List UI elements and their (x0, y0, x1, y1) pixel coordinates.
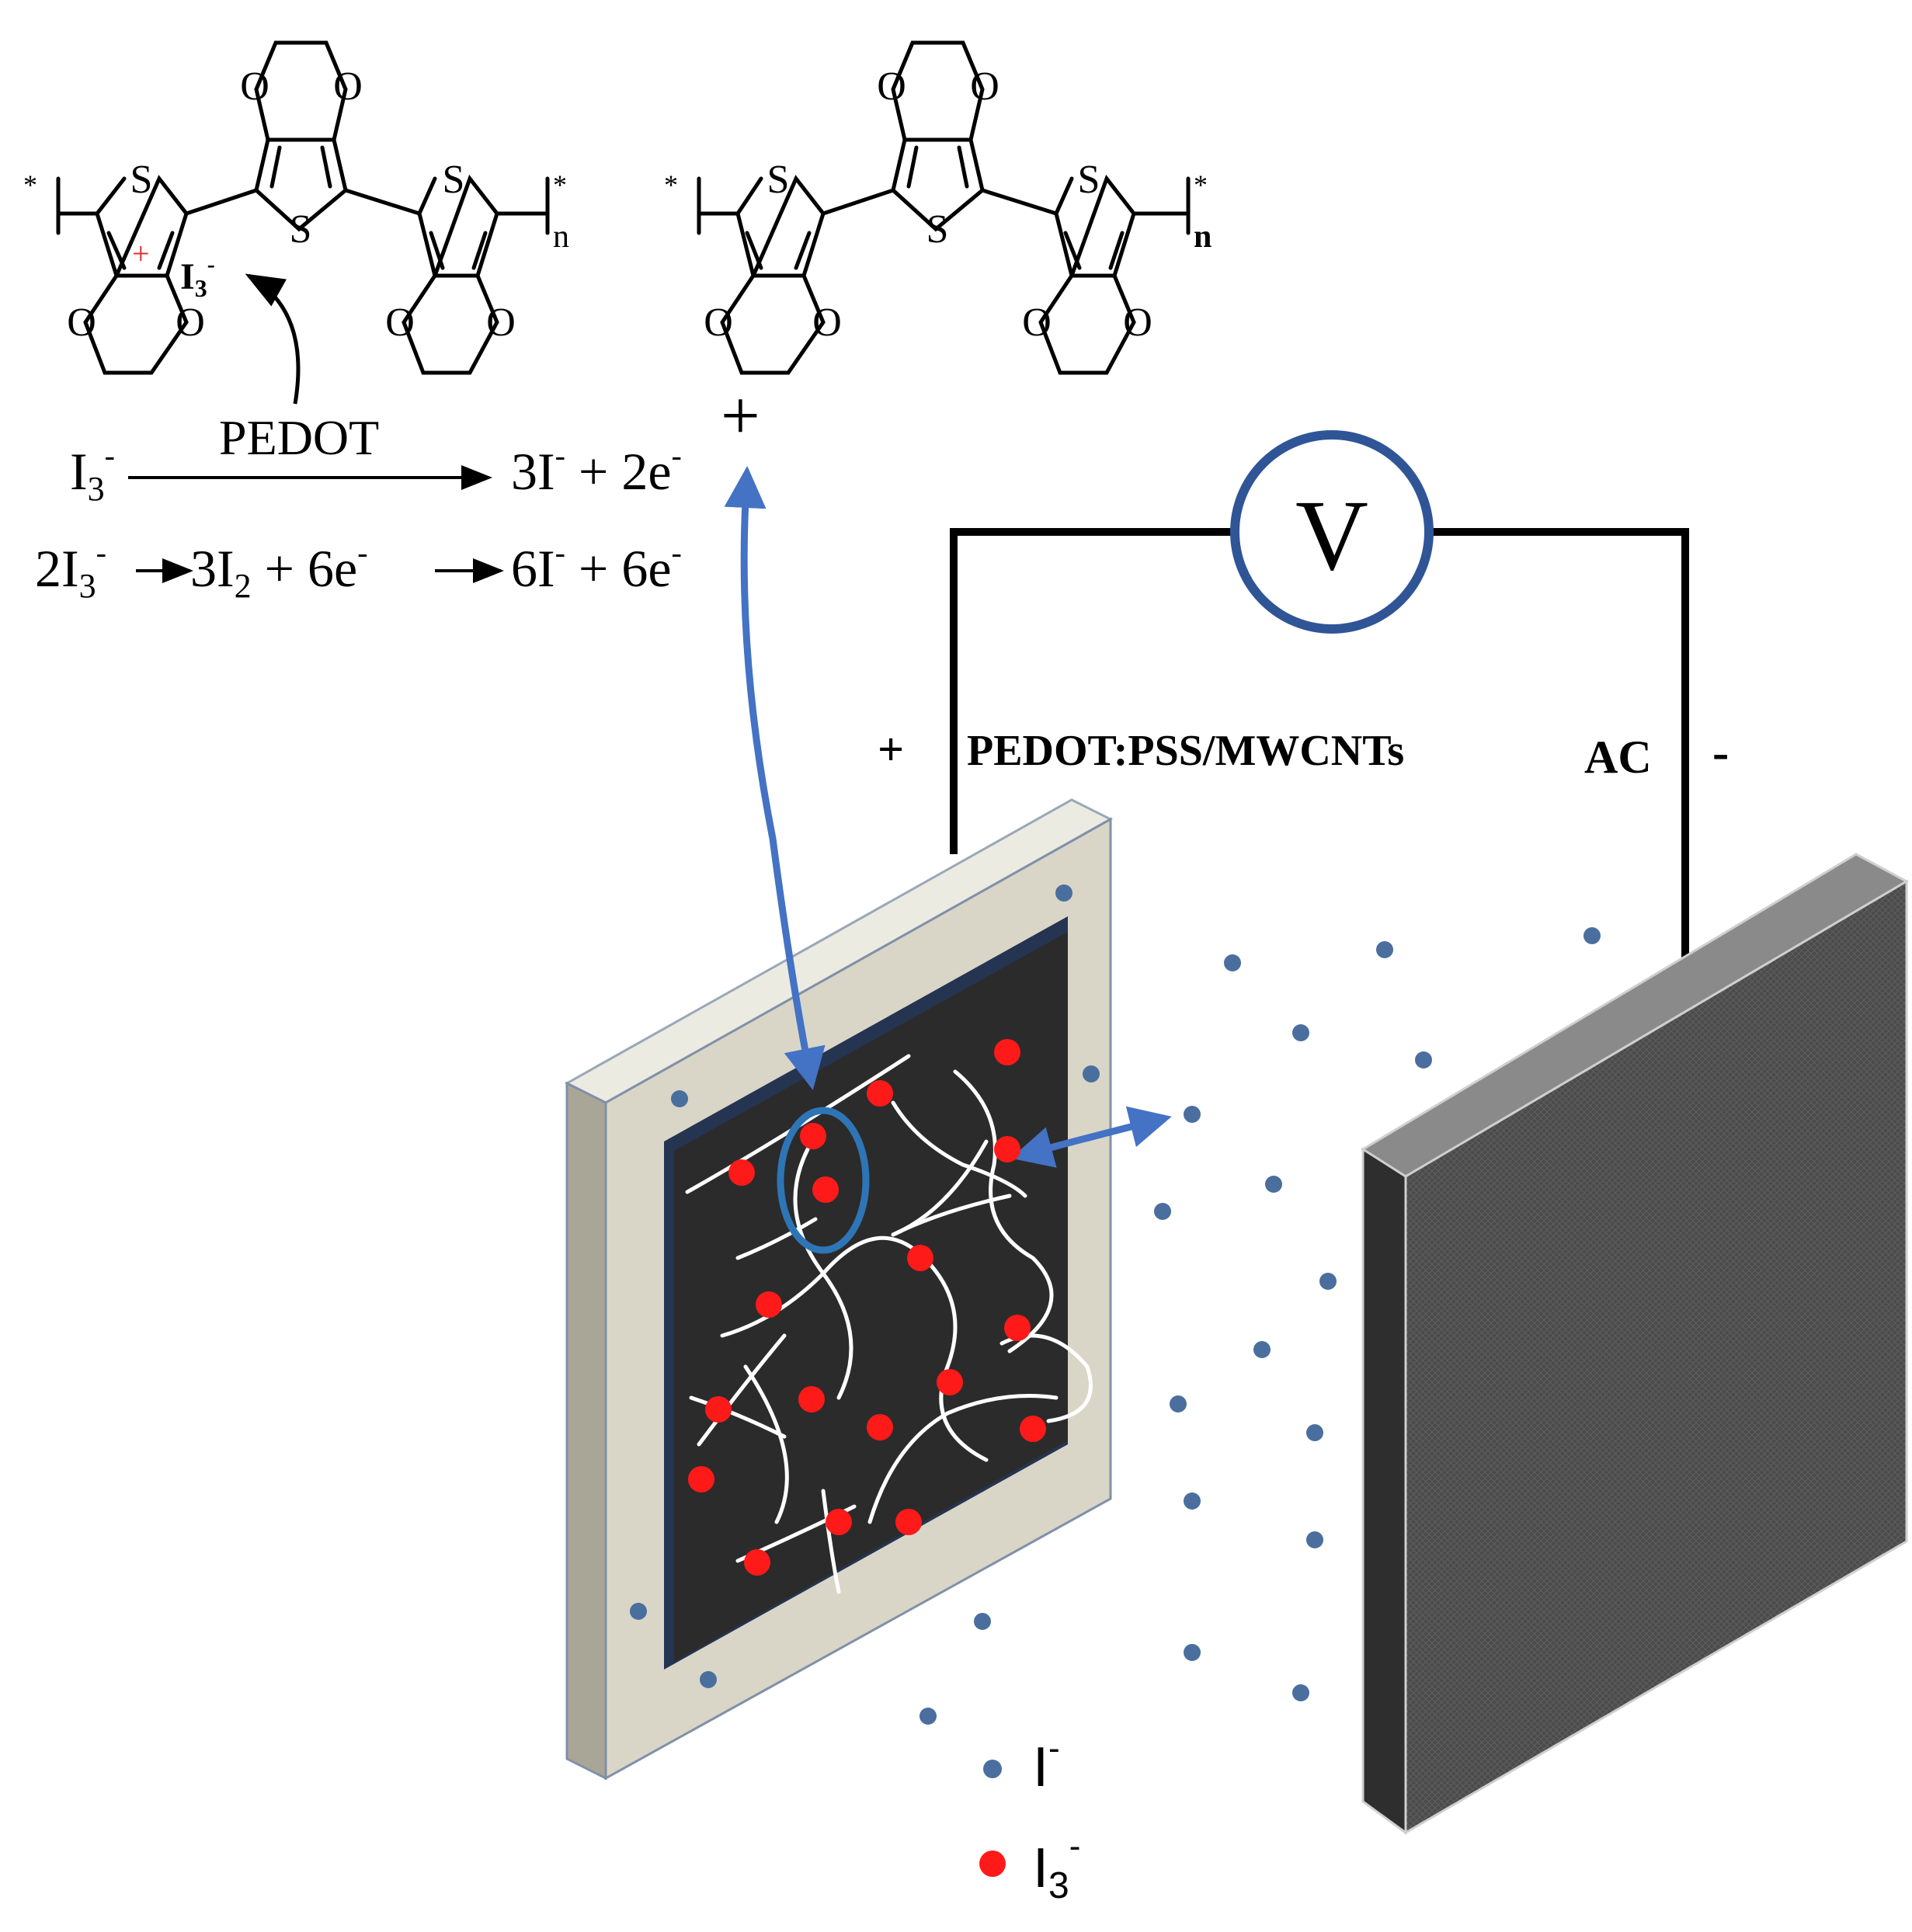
iodide-ion (1265, 1176, 1282, 1193)
atom-o-a6: O (486, 301, 516, 345)
iodide-ion (974, 1613, 991, 1630)
iodide-ion (1415, 1051, 1432, 1069)
voltmeter (1230, 430, 1434, 634)
iodide-ion (1154, 1203, 1171, 1220)
ion-exchange-arrow (1010, 1106, 1172, 1168)
triiodide-ion (1020, 1416, 1046, 1442)
positive-charge: + (132, 236, 150, 271)
iodide-ion (1184, 1644, 1201, 1661)
atom-o-a1: O (240, 64, 269, 109)
iodide-ion (1184, 1106, 1201, 1123)
triiodide-ion (1004, 1315, 1031, 1341)
atom-s-a3: S (443, 158, 465, 202)
circuit-wire (950, 528, 1689, 959)
atom-o-a2: O (333, 64, 363, 109)
triiodide-ion (867, 1080, 893, 1107)
iodide-ion (1224, 954, 1241, 971)
iodide-ion (919, 1708, 937, 1725)
iodide-ion (630, 1603, 647, 1620)
star-b-right: * (1194, 169, 1208, 200)
atom-s-a2: S (290, 207, 312, 252)
star-a-right: * (553, 169, 567, 200)
triiodide-ion (907, 1245, 933, 1271)
reaction-2-a: 2I3- (35, 535, 106, 605)
iodide-ion (1253, 1341, 1271, 1358)
atom-o-b6: O (1123, 301, 1152, 345)
bidirectional-arrow-reaction (724, 466, 826, 1090)
star-a-left: * (23, 169, 37, 200)
reaction-1-reactant: I3- (70, 438, 115, 508)
star-b-left: * (664, 169, 678, 200)
atom-o-a5: O (385, 301, 415, 345)
pedot-oxidized-structure (56, 40, 550, 375)
reaction-2-d: 6I- + 6e- (511, 535, 682, 598)
iodide-ion (1184, 1492, 1201, 1510)
triiodide-ion (744, 1549, 770, 1576)
atom-o-b3: O (704, 301, 733, 345)
electrode-left-label: PEDOT:PSS/MWCNTs (967, 727, 1404, 775)
voltmeter-label: V (1295, 480, 1368, 592)
curved-arrow (245, 273, 301, 405)
atom-o-b2: O (970, 64, 999, 109)
iodide-ion (1083, 1065, 1100, 1082)
positive-terminal-sign: + (878, 724, 904, 775)
legend-iodide-label: I- (1033, 1729, 1060, 1798)
triiodide-ion (756, 1291, 782, 1318)
atom-o-b1: O (877, 64, 906, 109)
iodide-ion (1376, 941, 1393, 958)
negative-terminal-sign: - (1712, 724, 1729, 780)
triiodide-ion (994, 1136, 1020, 1162)
atom-s-b3: S (1078, 158, 1100, 202)
atom-s-b1: S (767, 158, 790, 202)
triiodide-ion (895, 1509, 922, 1535)
atom-o-a4: O (176, 301, 205, 345)
triiodide-ion (937, 1369, 963, 1395)
n-subscript-a: n (553, 219, 569, 255)
reaction-1-products: 3I- + 2e- (511, 438, 682, 501)
legend-iodide-dot (983, 1760, 1002, 1778)
catalyst-label: PEDOT (219, 410, 379, 465)
iodide-ion (1306, 1424, 1323, 1441)
reaction-2-b: 3I2 + 6e- (190, 535, 368, 605)
triiodide-ion (798, 1386, 825, 1413)
atom-s-b2: S (926, 207, 949, 252)
triiodide-ion (826, 1509, 852, 1535)
iodide-ion (1292, 1684, 1309, 1701)
pedot-structures (56, 40, 1191, 375)
triiodide-ion (812, 1176, 839, 1203)
ac-electrode (1361, 853, 1910, 1835)
pedot-electrode (564, 798, 1114, 1781)
electrode-right-label: AC (1584, 731, 1652, 783)
iodide-ion (1306, 1531, 1323, 1548)
n-subscript-b: n (1194, 219, 1212, 255)
legend-triiodide-dot (979, 1850, 1006, 1877)
atom-o-b5: O (1022, 301, 1052, 345)
iodide-ion (700, 1671, 717, 1688)
iodide-ion (1583, 927, 1601, 944)
highlight-ellipse (777, 1107, 870, 1254)
triiodide-ion (688, 1466, 714, 1492)
pedot-neutral-structure (697, 40, 1191, 375)
iodide-ions (630, 884, 1601, 1725)
triiodide-ion (705, 1396, 732, 1423)
iodide-ion (1170, 1395, 1187, 1413)
triiodide-ions (688, 1039, 1046, 1576)
iodide-ion (671, 1090, 688, 1107)
triiodide-ion (728, 1159, 755, 1186)
triiodide-ion (994, 1039, 1020, 1065)
iodide-ion (1292, 1024, 1309, 1041)
triiodide-counterion: I3- (180, 252, 215, 302)
triiodide-ion (867, 1414, 893, 1440)
triiodide-ion (800, 1123, 826, 1149)
atom-o-a3: O (67, 301, 96, 345)
iodide-ion (1055, 884, 1072, 902)
iodide-ion (1319, 1273, 1337, 1290)
atom-o-b4: O (812, 301, 842, 345)
plus-between-structures: + (721, 377, 760, 454)
atom-s-a1: S (130, 158, 153, 202)
legend-triiodide-label: I3- (1033, 1827, 1080, 1906)
